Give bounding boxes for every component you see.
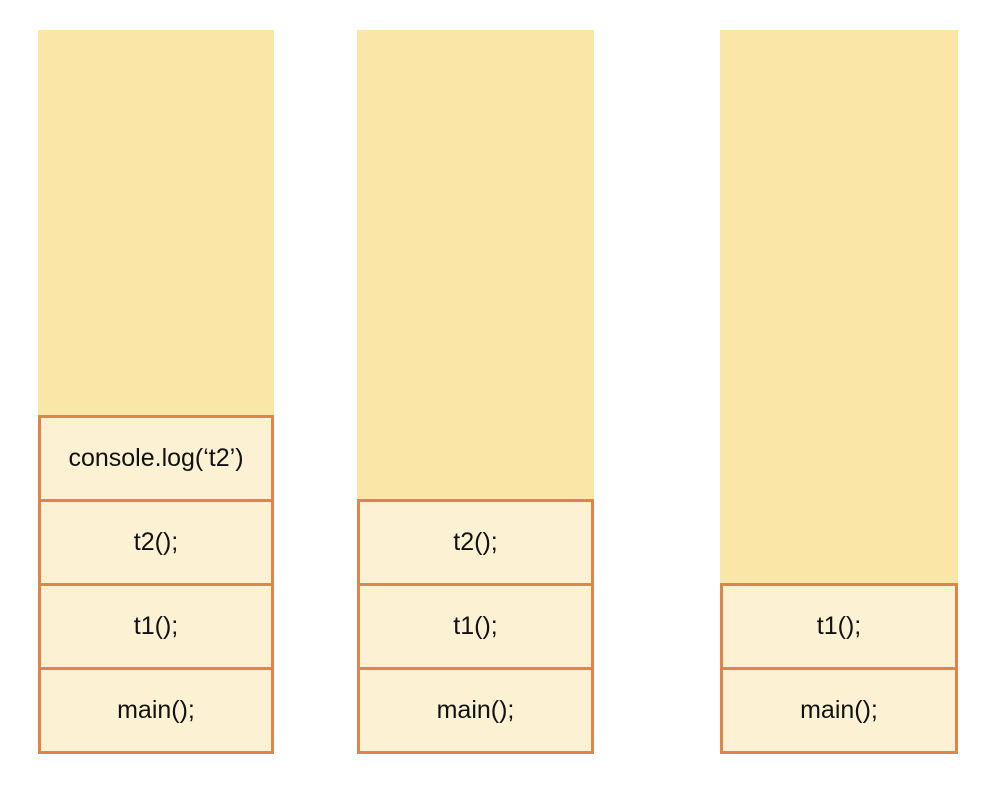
stack-frame: t2(); (357, 499, 594, 586)
call-stack-2: t2(); t1(); main(); (357, 30, 594, 754)
stack-frame: t2(); (38, 499, 274, 586)
stack-frame: console.log(‘t2’) (38, 415, 274, 502)
stack-frame: t1(); (357, 583, 594, 670)
stack-frame: t1(); (38, 583, 274, 670)
call-stack-3: t1(); main(); (720, 30, 958, 754)
stack-frame: t1(); (720, 583, 958, 670)
stack-frame: main(); (720, 667, 958, 754)
stack-frame: main(); (357, 667, 594, 754)
call-stack-1: console.log(‘t2’) t2(); t1(); main(); (38, 30, 274, 754)
stack-frame: main(); (38, 667, 274, 754)
